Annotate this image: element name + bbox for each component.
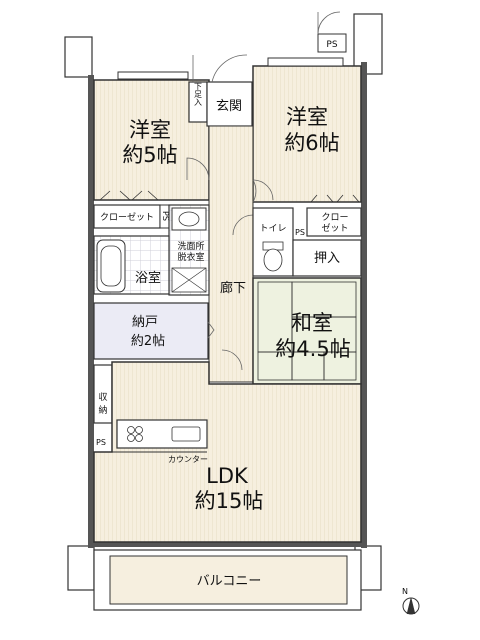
japanese-room-name: 和室 — [291, 311, 333, 335]
storage-label-2: 納 — [98, 404, 107, 416]
oshiire: 押入 — [292, 239, 362, 277]
ps-mid-label: PS — [295, 228, 305, 237]
storeroom-size: 約2帖 — [131, 334, 165, 349]
corridor-label: 廊下 — [220, 280, 246, 296]
closet-left: クローゼット PS — [93, 190, 170, 229]
entrance-label: 玄関 — [216, 99, 242, 114]
oshiire-label: 押入 — [314, 251, 340, 266]
bath-label: 浴室 — [135, 270, 161, 286]
closet-right-label-1: クロー — [321, 212, 348, 223]
closet-right-label-2: ゼット — [321, 222, 348, 234]
entrance: 下足入 玄関 — [188, 54, 253, 127]
balcony-label: バルコニー — [197, 574, 262, 589]
closet-left-label: クローゼット — [100, 211, 154, 223]
japanese-room-size: 約4.5帖 — [275, 337, 350, 361]
ldk-name: LDK — [206, 464, 249, 488]
storage-label-1: 収 — [98, 391, 107, 403]
western-room-2-name: 洋室 — [286, 105, 328, 129]
ps-left-label: PS — [161, 211, 170, 221]
closet-right: クロー ゼット — [306, 194, 362, 237]
ldk-size: 約15帖 — [195, 489, 264, 513]
bathroom: 浴室 — [93, 235, 170, 295]
ps-top-label: PS — [326, 40, 337, 50]
storeroom: 納戸 約2帖 — [93, 302, 215, 360]
ldk: カウンター LDK 約15帖 — [93, 361, 362, 543]
counter-label: カウンター — [168, 455, 208, 464]
storeroom-name: 納戸 — [132, 315, 158, 330]
storage: 収 納 PS — [93, 364, 113, 447]
ps-bottom-label: PS — [96, 438, 106, 447]
western-room-2: 洋室 約6帖 PS — [252, 11, 362, 203]
washroom-label-1: 洗面所 — [177, 240, 204, 252]
washroom: 洗面所 脱衣室 — [168, 204, 210, 296]
shoe-box-label: 下足入 — [194, 82, 203, 106]
north-label: N — [402, 587, 408, 596]
toilet: トイレ PS — [252, 207, 305, 277]
western-room-1-size: 約5帖 — [122, 143, 177, 167]
washroom-label-2: 脱衣室 — [177, 251, 204, 263]
corridor: 廊下 — [186, 125, 257, 383]
western-room-2-size: 約6帖 — [284, 131, 339, 155]
north-arrow-icon: N — [402, 587, 420, 615]
toilet-label: トイレ — [259, 224, 286, 234]
balcony: バルコニー — [93, 549, 362, 611]
japanese-room: 和室 約4.5帖 — [252, 277, 362, 385]
western-room-1-name: 洋室 — [129, 118, 171, 142]
